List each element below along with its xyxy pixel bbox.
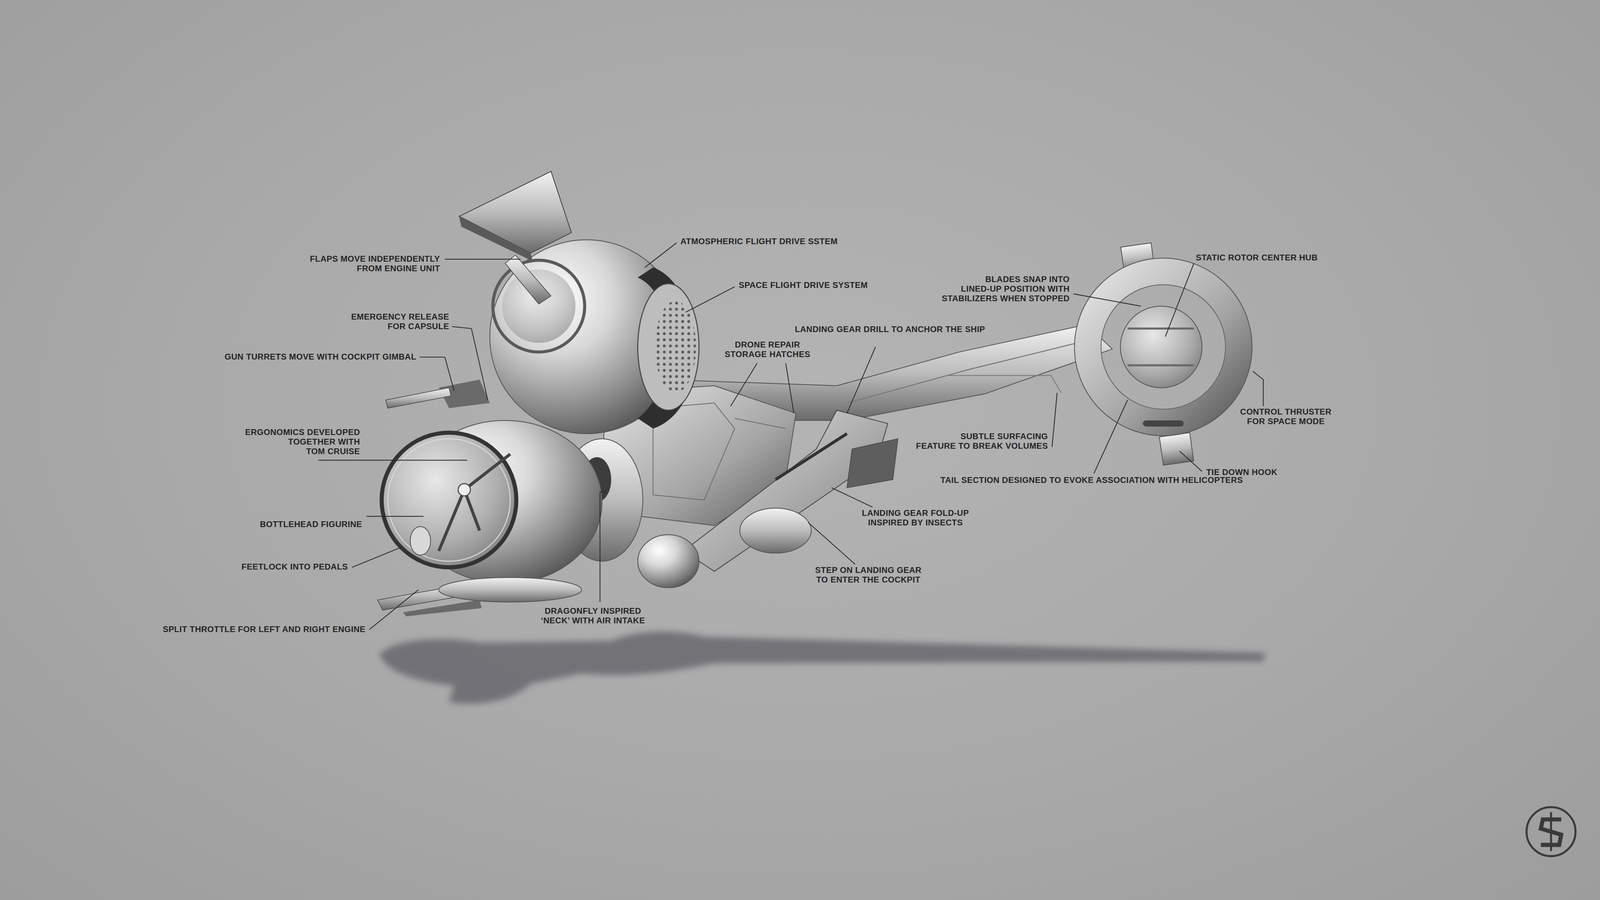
callout-label: SPACE FLIGHT DRIVE SYSTEM bbox=[738, 280, 868, 290]
callout-label: TIE DOWN HOOK bbox=[1206, 467, 1278, 478]
callout-label: SUBTLE SURFACING FEATURE TO BREAK VOLUME… bbox=[915, 431, 1048, 451]
callout-label: CONTROL THRUSTER FOR SPACE MODE bbox=[1240, 407, 1332, 427]
callout-label: EMERGENCY RELEASE FOR CAPSULE bbox=[351, 312, 450, 332]
callout-label: DRAGONFLY INSPIRED ‘NECK’ WITH AIR INTAK… bbox=[540, 606, 645, 626]
callout-label: FEETLOCK INTO PEDALS bbox=[241, 562, 348, 572]
callout-label: ATMOSPHERIC FLIGHT DRIVE SSTEM bbox=[680, 236, 838, 247]
callout-label: ERGONOMICS DEVELOPED TOGETHER WITH TOM C… bbox=[245, 427, 360, 457]
callout-label: LANDING GEAR FOLD-UP INSPIRED BY INSECTS bbox=[862, 508, 970, 528]
callout-label: STATIC ROTOR CENTER HUB bbox=[1195, 252, 1318, 263]
callout-label: GUN TURRETS MOVE WITH COCKPIT GIMBAL bbox=[224, 352, 417, 362]
callout-label: TAIL SECTION DESIGNED TO EVOKE ASSOCIATI… bbox=[940, 475, 1243, 485]
callout-label: STEP ON LANDING GEAR TO ENTER THE COCKPI… bbox=[815, 565, 922, 585]
callout-label: SPLIT THROTTLE FOR LEFT AND RIGHT ENGINE bbox=[162, 624, 366, 635]
callout-label: BOTTLEHEAD FIGURINE bbox=[260, 519, 363, 530]
callout-label: FLAPS MOVE INDEPENDENTLY FROM ENGINE UNI… bbox=[310, 254, 440, 274]
callout-label: BLADES SNAP INTO LINED-UP POSITION WITH … bbox=[941, 274, 1070, 304]
callout-label: DRONE REPAIR STORAGE HATCHES bbox=[724, 340, 810, 360]
callout-label: LANDING GEAR DRILL TO ANCHOR THE SHIP bbox=[795, 324, 986, 335]
